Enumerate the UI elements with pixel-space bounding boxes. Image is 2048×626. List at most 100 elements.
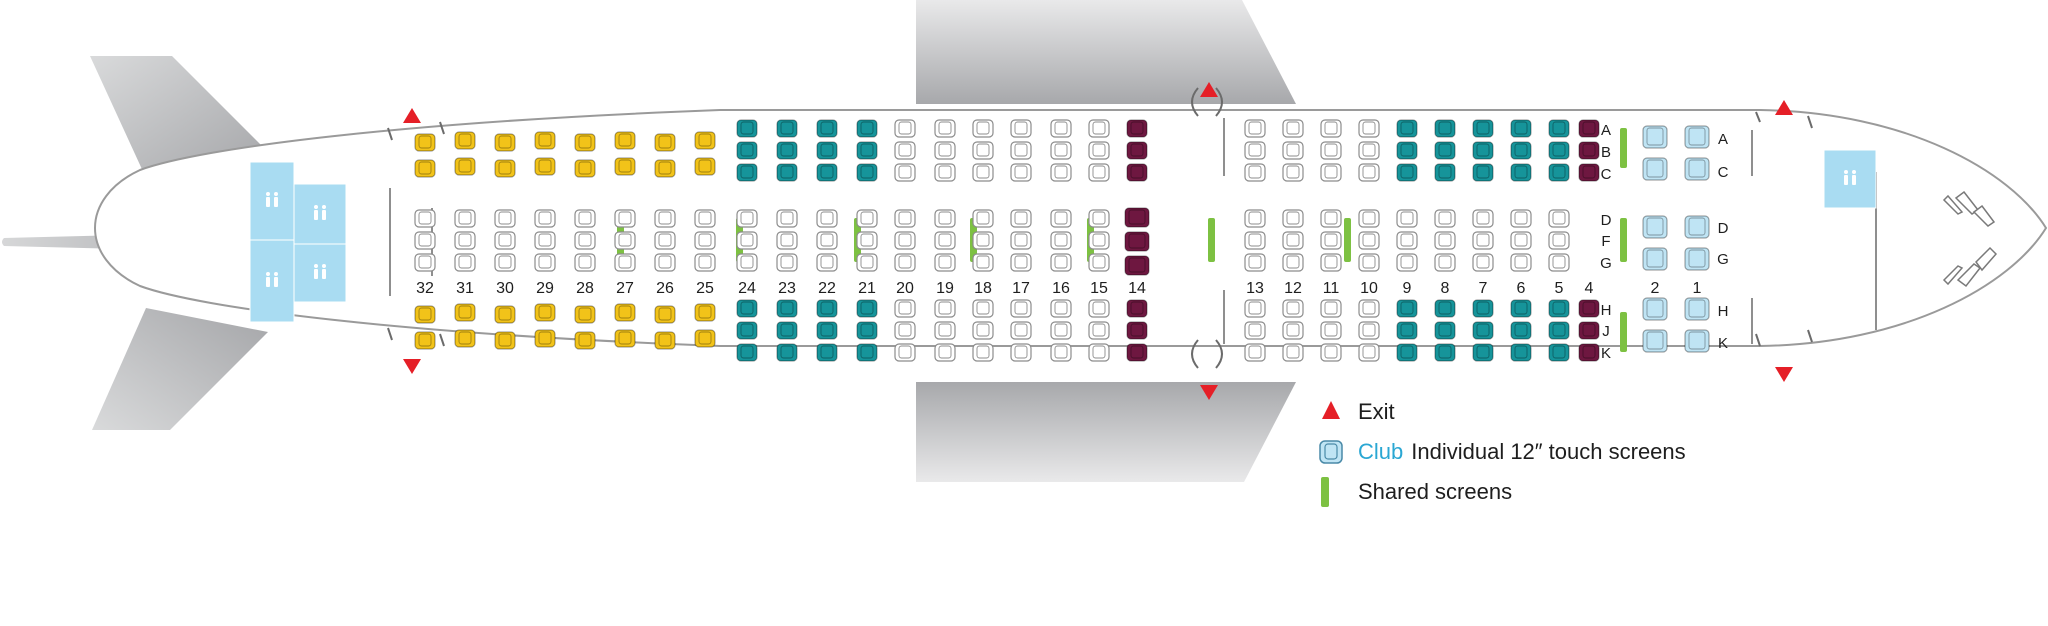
seat [1472, 343, 1494, 362]
seat [1282, 253, 1304, 272]
row-number: 32 [416, 280, 434, 297]
seat [972, 253, 994, 272]
lavatory [293, 183, 347, 245]
seat [614, 231, 636, 250]
seat [776, 299, 798, 318]
seat [1472, 231, 1494, 250]
seat [1548, 253, 1570, 272]
seat [1358, 299, 1380, 318]
seat [1358, 343, 1380, 362]
legend-club-label: Individual 12″ touch screens [1411, 439, 1686, 464]
seat [1320, 209, 1342, 228]
row-number: 5 [1555, 280, 1564, 297]
seat [494, 159, 516, 178]
seat [494, 133, 516, 152]
seat [494, 231, 516, 250]
seat [1010, 119, 1032, 138]
legend-club: Club Individual 12″ touch screens [1316, 436, 1686, 468]
seat [934, 141, 956, 160]
seat [1320, 299, 1342, 318]
seat [1010, 321, 1032, 340]
seat-letter: A [1601, 122, 1611, 139]
seat [614, 329, 636, 348]
row-number: 19 [936, 280, 954, 297]
seat [1548, 231, 1570, 250]
seat [1124, 231, 1150, 252]
seat [1510, 141, 1532, 160]
seat [574, 159, 596, 178]
lavatory [249, 161, 295, 241]
seat [1434, 141, 1456, 160]
seat [894, 253, 916, 272]
row-number: 6 [1517, 280, 1526, 297]
seat [972, 231, 994, 250]
row-number: 9 [1403, 280, 1412, 297]
seat [1434, 163, 1456, 182]
seat [894, 119, 916, 138]
seat-letter: K [1601, 345, 1611, 362]
seat [1320, 231, 1342, 250]
seat [1320, 141, 1342, 160]
seat [972, 163, 994, 182]
seat [776, 231, 798, 250]
lavatories [249, 149, 1877, 323]
seat [1578, 321, 1600, 340]
seat [1126, 343, 1148, 362]
seat [1510, 299, 1532, 318]
club-seat [1684, 247, 1710, 271]
seat [1244, 141, 1266, 160]
lavatory-icon [314, 205, 326, 220]
seat [1548, 209, 1570, 228]
seat [694, 329, 716, 348]
seat [894, 209, 916, 228]
seat [972, 321, 994, 340]
seat [574, 231, 596, 250]
seat [856, 321, 878, 340]
seat [1358, 119, 1380, 138]
seat [1050, 163, 1072, 182]
lavatory [293, 243, 347, 303]
seat [1434, 321, 1456, 340]
seat [1088, 209, 1110, 228]
seat [856, 209, 878, 228]
seat [1396, 343, 1418, 362]
seat [454, 209, 476, 228]
row-number: 26 [656, 280, 674, 297]
seat [1510, 321, 1532, 340]
club-seat [1642, 215, 1668, 239]
shared-screen-icon [1620, 312, 1627, 352]
row-number: 21 [858, 280, 876, 297]
seat-letter: H [1718, 303, 1729, 320]
seat [1396, 163, 1418, 182]
tail-fin-bottom [92, 308, 268, 430]
club-seat [1684, 125, 1710, 149]
seat [736, 119, 758, 138]
seat [816, 343, 838, 362]
club-seat [1642, 247, 1668, 271]
seat [1282, 299, 1304, 318]
seat [1282, 231, 1304, 250]
seat [816, 163, 838, 182]
seat [1396, 119, 1418, 138]
seat [1396, 299, 1418, 318]
seat [694, 209, 716, 228]
seat [856, 141, 878, 160]
seat [736, 253, 758, 272]
legend-shared-label: Shared screens [1358, 479, 1513, 504]
seat [574, 253, 596, 272]
lavatory [249, 239, 295, 323]
seat [694, 157, 716, 176]
seat [856, 253, 878, 272]
seat [1548, 163, 1570, 182]
row-number: 16 [1052, 280, 1070, 297]
seat [614, 303, 636, 322]
seat [1396, 321, 1418, 340]
seat [1010, 163, 1032, 182]
seat [1320, 343, 1342, 362]
seat [1472, 119, 1494, 138]
seat [816, 141, 838, 160]
seat [894, 343, 916, 362]
seat [614, 157, 636, 176]
seat [1124, 207, 1150, 228]
